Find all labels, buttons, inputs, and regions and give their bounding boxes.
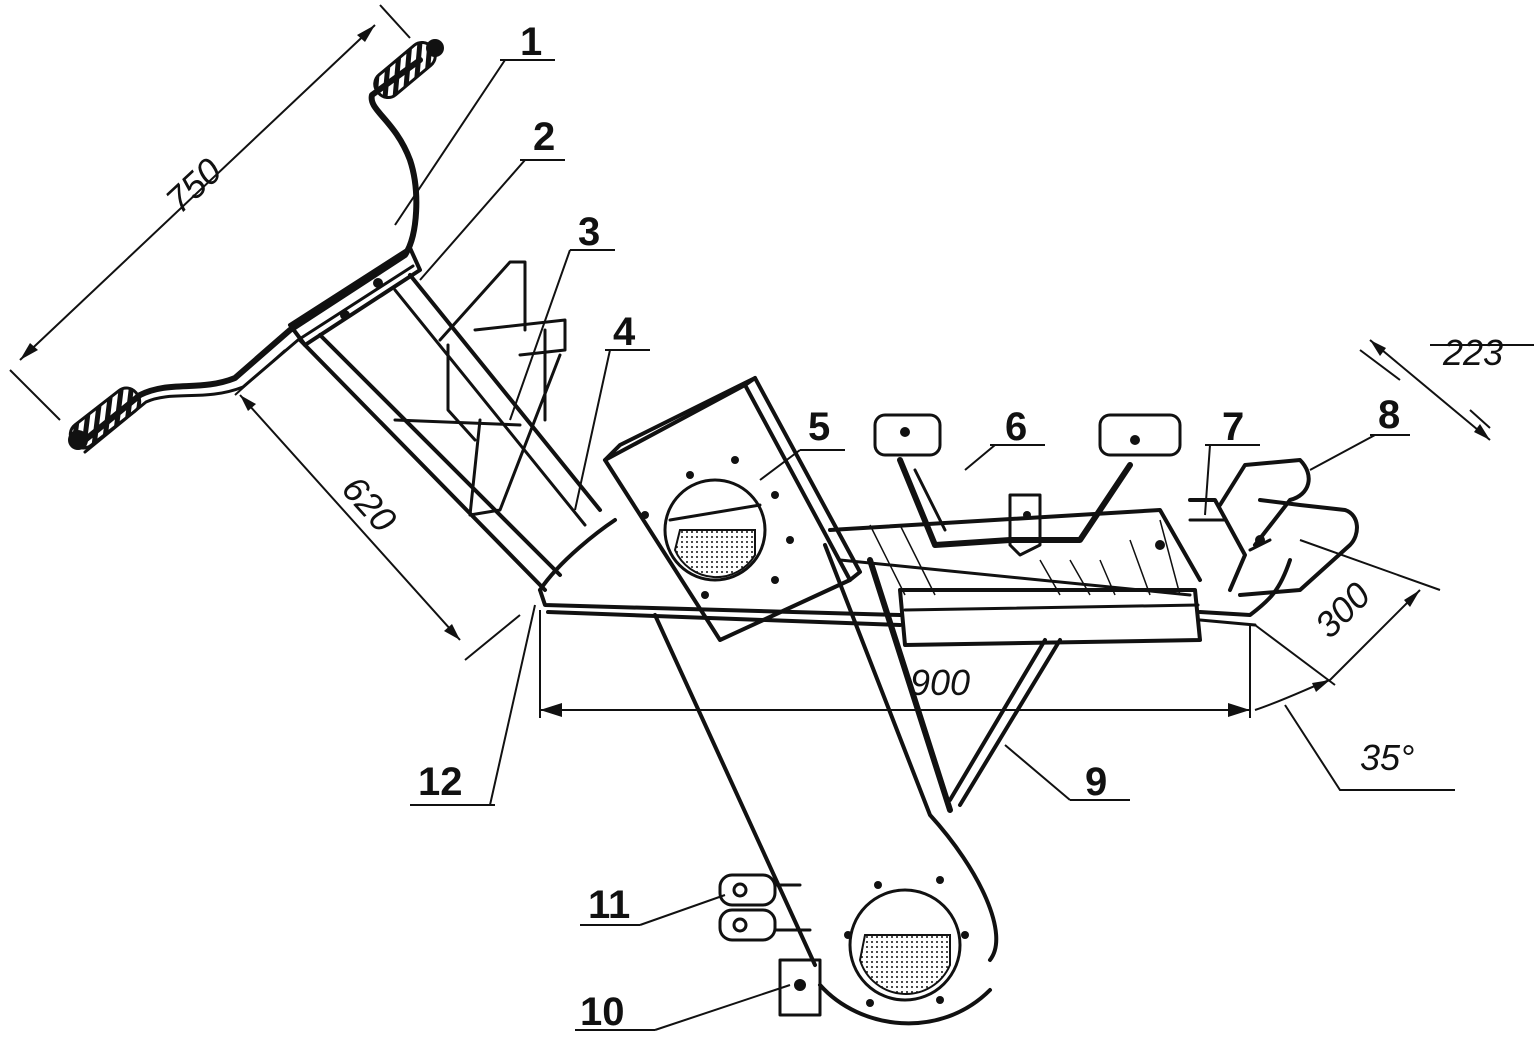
label-10: 10 <box>580 990 625 1034</box>
label-3: 3 <box>578 210 600 254</box>
rear-carrier <box>1188 458 1359 597</box>
footrest <box>873 413 1182 557</box>
seat-frame <box>828 508 1202 597</box>
basket-bracket <box>393 260 567 517</box>
swingarm <box>653 543 999 1026</box>
dim-750: 750 <box>157 150 229 221</box>
dimension-lines <box>9 4 1534 791</box>
label-9: 9 <box>1085 760 1107 804</box>
label-1: 1 <box>520 20 542 64</box>
label-5: 5 <box>808 405 830 449</box>
label-8: 8 <box>1378 393 1400 437</box>
label-2: 2 <box>533 115 555 159</box>
dim-300: 300 <box>1307 574 1378 645</box>
silencer <box>898 588 1202 647</box>
part-labels: 1 2 3 4 5 6 7 8 9 10 11 12 <box>418 20 1400 1034</box>
label-12: 12 <box>418 760 463 804</box>
label-6: 6 <box>1005 405 1027 449</box>
handlebar <box>68 39 444 454</box>
engine-plate <box>603 376 862 642</box>
support-strut <box>948 638 1062 807</box>
dim-35-degrees: 35° <box>1360 737 1414 778</box>
dim-223: 223 <box>1442 332 1503 373</box>
dim-900: 900 <box>910 662 970 703</box>
label-4: 4 <box>613 310 636 354</box>
label-7: 7 <box>1222 405 1244 449</box>
label-11: 11 <box>588 883 630 927</box>
steering-column <box>288 246 602 592</box>
leader-lines <box>394 59 1410 1031</box>
dim-620: 620 <box>334 468 405 540</box>
